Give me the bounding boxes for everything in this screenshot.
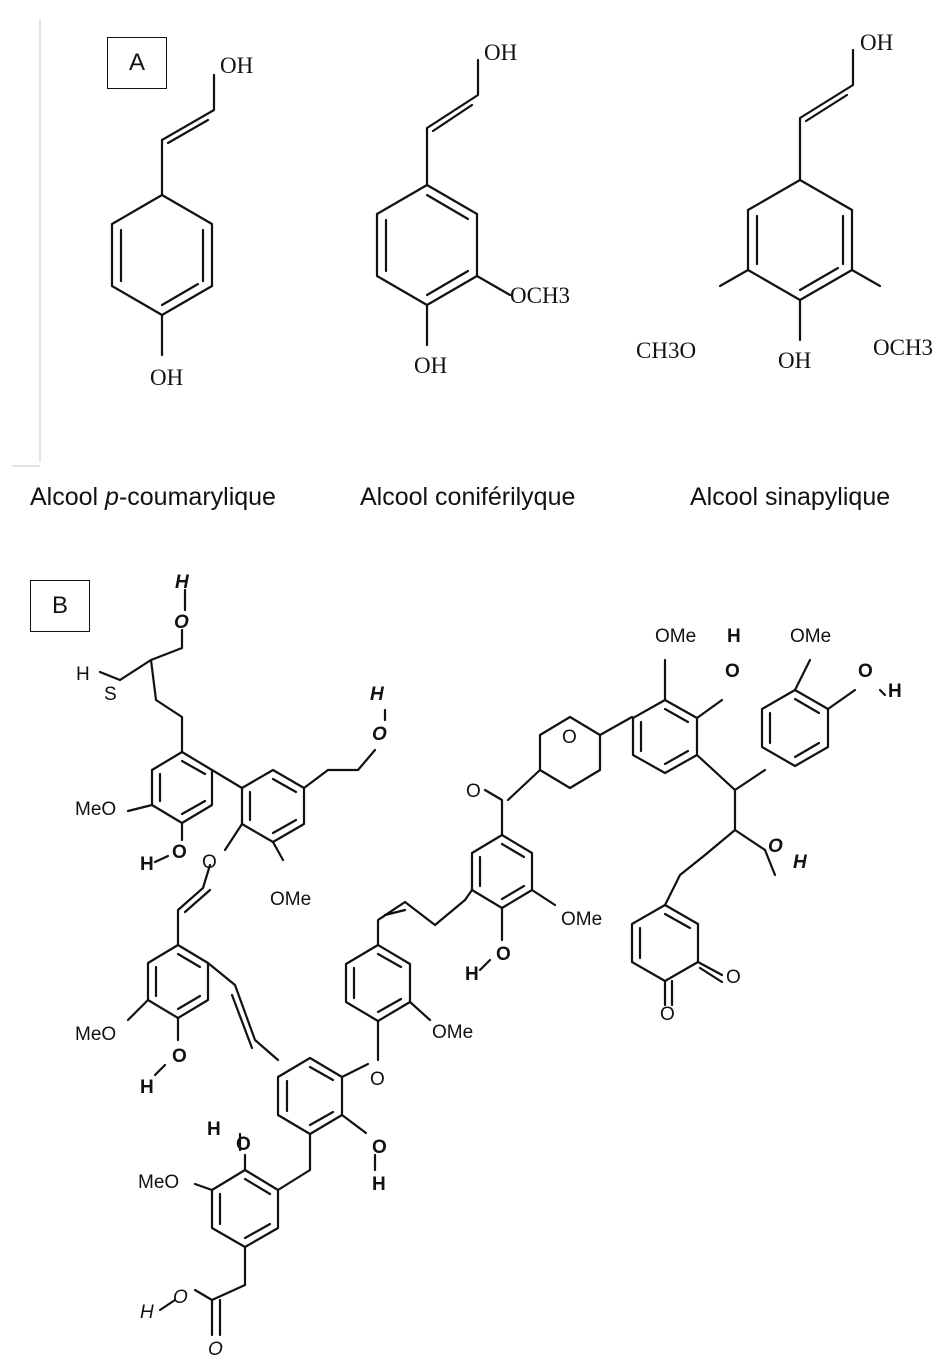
molecule-sinapyl-alcohol: OH CH3O OCH3 OH — [636, 30, 933, 373]
label-meo: MeO — [75, 799, 116, 820]
label-oh-top: OH — [860, 30, 893, 55]
label-oh-top: OH — [484, 40, 517, 65]
molecule-coniferyl-alcohol: OH OCH3 OH — [375, 40, 570, 378]
atom-h: H — [175, 572, 190, 593]
ring-6 — [344, 943, 412, 1023]
ring-2 — [240, 768, 306, 844]
caption-p-coumaryl: Alcool p-coumarylique — [30, 483, 276, 511]
quinone-ring — [630, 903, 700, 983]
label-oh-top: OH — [220, 53, 253, 78]
atom-o: O — [372, 1137, 387, 1158]
panel-a-label: A — [107, 37, 167, 89]
atom-o: O — [496, 944, 511, 965]
label-och3: OCH3 — [873, 335, 933, 360]
atom-o: O — [726, 967, 741, 988]
label-meo: MeO — [138, 1172, 179, 1193]
atom-o: O — [173, 1287, 188, 1308]
label-oh-bottom: OH — [778, 348, 811, 373]
atom-h: H — [370, 684, 385, 705]
panel-a-letter: A — [128, 49, 145, 76]
ring-8 — [631, 698, 699, 775]
atom-o: O — [202, 852, 217, 873]
atom-o: O — [466, 781, 481, 802]
atom-h: H — [140, 1077, 154, 1098]
label-ome: OMe — [270, 889, 311, 910]
panel-b-label: B — [30, 580, 90, 632]
panel-b-letter: B — [51, 592, 68, 619]
label-ome: OMe — [790, 626, 831, 647]
ring-5 — [210, 1168, 280, 1249]
atom-o: O — [725, 661, 740, 682]
atom-o: O — [370, 1069, 385, 1090]
label-och3: OCH3 — [510, 283, 570, 308]
molecule-p-coumaryl-alcohol: OH OH — [110, 53, 253, 390]
label-ch3o: CH3O — [636, 338, 696, 363]
atom-h: H — [372, 1174, 386, 1195]
label-meo: MeO — [75, 1024, 116, 1045]
label-ome: OMe — [561, 909, 602, 930]
atom-o: O — [660, 1004, 675, 1025]
atom-o: O — [372, 724, 387, 745]
atom-h: H — [793, 852, 808, 873]
atom-h: H — [727, 626, 741, 647]
atom-o: O — [174, 612, 189, 633]
atom-o: O — [208, 1339, 223, 1358]
atom-o: O — [236, 1134, 251, 1155]
atom-h: H — [140, 854, 154, 875]
lignin-structure: H O H S H O MeO O H O OMe MeO O H O OMe … — [75, 572, 902, 1358]
atom-o: O — [172, 1046, 187, 1067]
ring-9 — [760, 688, 830, 768]
label-oh-bottom: OH — [150, 365, 183, 390]
atom-o: O — [768, 836, 783, 857]
atom-h: H — [888, 681, 902, 702]
atom-h: H — [76, 664, 90, 685]
atom-o: O — [858, 661, 873, 682]
atom-o: O — [562, 727, 577, 748]
atom-h: H — [465, 964, 479, 985]
label-ome: OMe — [655, 626, 696, 647]
atom-h: H — [140, 1302, 154, 1323]
label-ome: OMe — [432, 1022, 473, 1043]
atom-o: O — [172, 842, 187, 863]
atom-s: S — [104, 684, 117, 705]
atom-h: H — [207, 1119, 221, 1140]
caption-sinapyl: Alcool sinapylique — [690, 483, 890, 511]
label-oh-bottom: OH — [414, 353, 447, 378]
caption-coniferyl: Alcool coniférilyque — [360, 483, 575, 511]
